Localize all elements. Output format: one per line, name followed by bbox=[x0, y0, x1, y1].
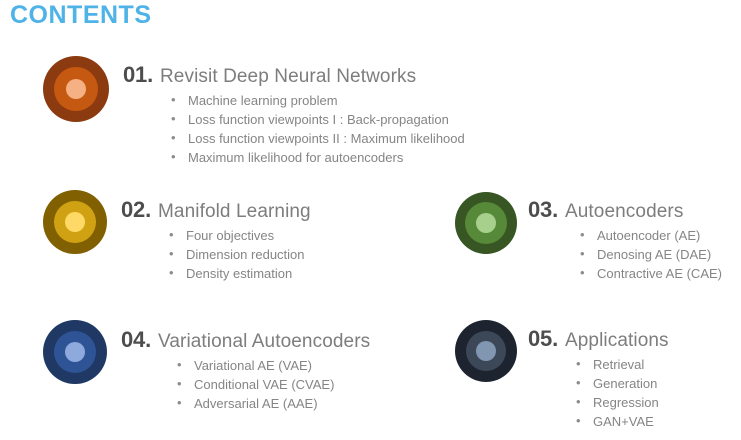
section-marker-green-icon bbox=[455, 192, 517, 254]
section-title: Autoencoders bbox=[564, 201, 684, 222]
section-marker-orange-icon bbox=[43, 56, 109, 122]
section-02-bullets: Four objectives Dimension reduction Dens… bbox=[169, 225, 311, 283]
list-item: Generation bbox=[576, 373, 669, 393]
section-03-bullets: Autoencoder (AE) Denosing AE (DAE) Contr… bbox=[580, 225, 722, 283]
list-item: Retrieval bbox=[576, 354, 669, 374]
section-01-bullets: Machine learning problem Loss function v… bbox=[171, 90, 465, 167]
section-05-body: 05. Applications Retrieval Generation Re… bbox=[528, 326, 669, 431]
section-01-heading: 01. Revisit Deep Neural Networks bbox=[123, 62, 465, 88]
list-item: GAN+VAE bbox=[576, 411, 669, 431]
list-item: Variational AE (VAE) bbox=[177, 355, 370, 375]
section-title: Revisit Deep Neural Networks bbox=[159, 66, 417, 87]
list-item: Loss function viewpoints II : Maximum li… bbox=[171, 128, 465, 148]
section-04-bullets: Variational AE (VAE) Conditional VAE (CV… bbox=[177, 355, 370, 413]
section-04-body: 04. Variational Autoencoders Variational… bbox=[121, 327, 370, 413]
list-item: Density estimation bbox=[169, 263, 311, 283]
list-item: Adversarial AE (AAE) bbox=[177, 393, 370, 413]
list-item: Contractive AE (CAE) bbox=[580, 263, 722, 283]
section-number: 02. bbox=[121, 197, 151, 222]
list-item: Loss function viewpoints I : Back-propag… bbox=[171, 109, 465, 129]
list-item: Denosing AE (DAE) bbox=[580, 244, 722, 264]
list-item: Regression bbox=[576, 392, 669, 412]
section-number: 03. bbox=[528, 197, 558, 222]
page-title: CONTENTS bbox=[10, 1, 152, 29]
list-item: Four objectives bbox=[169, 225, 311, 245]
section-marker-charcoal-icon bbox=[455, 320, 517, 382]
list-item: Dimension reduction bbox=[169, 244, 311, 264]
list-item: Autoencoder (AE) bbox=[580, 225, 722, 245]
section-05-heading: 05. Applications bbox=[528, 326, 669, 352]
list-item: Machine learning problem bbox=[171, 90, 465, 110]
list-item: Maximum likelihood for autoencoders bbox=[171, 147, 465, 167]
section-05-bullets: Retrieval Generation Regression GAN+VAE bbox=[576, 354, 669, 431]
section-marker-gold-icon bbox=[43, 190, 107, 254]
section-marker-blue-icon bbox=[43, 320, 107, 384]
section-04-heading: 04. Variational Autoencoders bbox=[121, 327, 370, 353]
section-number: 04. bbox=[121, 327, 151, 352]
section-02-heading: 02. Manifold Learning bbox=[121, 197, 311, 223]
list-item: Conditional VAE (CVAE) bbox=[177, 374, 370, 394]
section-number: 01. bbox=[123, 62, 153, 87]
section-title: Variational Autoencoders bbox=[157, 331, 371, 352]
section-number: 05. bbox=[528, 326, 558, 351]
section-03-heading: 03. Autoencoders bbox=[528, 197, 722, 223]
section-02-body: 02. Manifold Learning Four objectives Di… bbox=[121, 197, 311, 283]
section-title: Applications bbox=[564, 330, 669, 351]
section-03-body: 03. Autoencoders Autoencoder (AE) Denosi… bbox=[528, 197, 722, 283]
section-01-body: 01. Revisit Deep Neural Networks Machine… bbox=[123, 62, 465, 167]
section-title: Manifold Learning bbox=[157, 201, 311, 222]
